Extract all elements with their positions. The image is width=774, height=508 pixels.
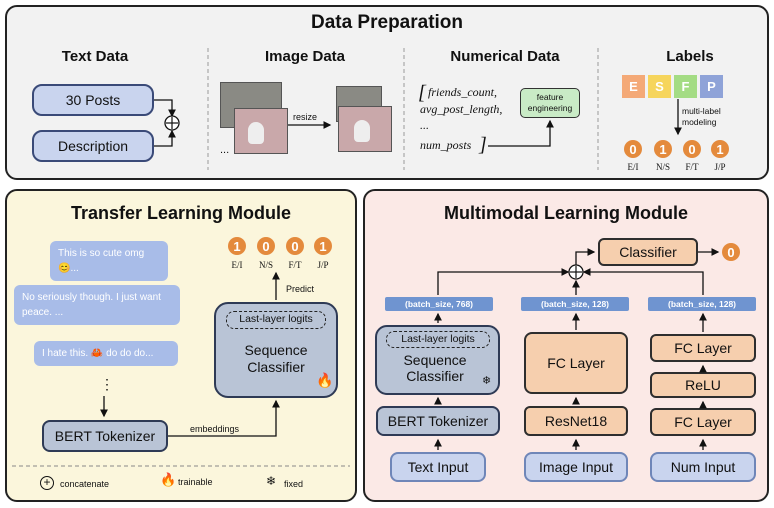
label-name-jp: J/P xyxy=(714,162,726,172)
feature-ellipsis: ... xyxy=(420,118,429,132)
posts-box: 30 Posts xyxy=(32,84,154,116)
fixed-icon: ❄ xyxy=(266,474,277,488)
sequence-classifier-box xyxy=(214,302,338,398)
image-fc-layer: FC Layer xyxy=(524,332,628,394)
concatenate-icon: + xyxy=(40,476,54,490)
label-name-ns: N/S xyxy=(655,162,670,172)
output-name-ei: E/I xyxy=(231,260,243,270)
labels-title: Labels xyxy=(666,48,714,65)
num-fc-layer-bottom: FC Layer xyxy=(650,408,756,436)
mm-sequence-classifier-box xyxy=(375,325,500,395)
num-fc-layer-top: FC Layer xyxy=(650,334,756,362)
last-layer-logits-box: Last-layer logits xyxy=(226,311,326,329)
label-value-jp: 1 xyxy=(711,140,729,158)
trainable-icon: 🔥 xyxy=(160,472,177,487)
photo-figure-icon xyxy=(248,122,264,144)
bert-tokenizer-box: BERT Tokenizer xyxy=(42,420,168,452)
resize-label: resize xyxy=(293,112,318,122)
text-input-box: Text Input xyxy=(390,452,486,482)
mm-last-layer-logits: Last-layer logits xyxy=(386,331,490,348)
image-data-title: Image Data xyxy=(264,48,346,65)
output-ns: 0 xyxy=(257,237,275,255)
description-box: Description xyxy=(32,130,154,162)
label-name-ei: E/I xyxy=(627,162,639,172)
output-ft: 0 xyxy=(286,237,304,255)
mm-bert-tokenizer: BERT Tokenizer xyxy=(376,406,500,436)
multimodal-learning-title: Multimodal Learning Module xyxy=(444,203,688,223)
label-letter-s: S xyxy=(648,75,671,98)
trainable-legend: trainable xyxy=(178,477,213,487)
output-name-jp: J/P xyxy=(317,260,329,270)
relu-box: ReLU xyxy=(650,372,756,398)
dim-num: (batch_size, 128) xyxy=(648,297,756,311)
mm-sequence-classifier-label: Sequence Classifier xyxy=(403,352,467,384)
sequence-classifier-label: Sequence Classifier xyxy=(244,342,308,375)
label-letter-p: P xyxy=(700,75,723,98)
concatenate-legend: concatenate xyxy=(60,479,110,489)
dim-text: (batch_size, 768) xyxy=(385,297,493,311)
fixed-legend: fixed xyxy=(284,479,304,489)
output-name-ft: F/T xyxy=(288,260,302,270)
snowflake-icon: ❄ xyxy=(482,375,492,387)
flame-icon: 🔥 xyxy=(316,372,334,388)
data-preparation-title: Data Preparation xyxy=(310,12,464,33)
label-value-ns: 1 xyxy=(654,140,672,158)
num-input-box: Num Input xyxy=(650,452,756,482)
resized-figure-icon xyxy=(354,120,370,142)
label-value-ei: 0 xyxy=(624,140,642,158)
bracket-close: ] xyxy=(479,134,487,156)
classifier-box: Classifier xyxy=(598,238,698,266)
transfer-learning-title: Transfer Learning Module xyxy=(70,203,292,223)
text-data-title: Text Data xyxy=(61,48,129,65)
feature-engineering-box: feature engineering xyxy=(520,88,580,118)
bracket-open: [ xyxy=(418,82,426,104)
output-jp: 1 xyxy=(314,237,332,255)
feature-friends-count: friends_count, xyxy=(428,85,497,99)
predict-label: Predict xyxy=(286,284,315,294)
label-letter-e: E xyxy=(622,75,645,98)
dim-image: (batch_size, 128) xyxy=(521,297,629,311)
post-ellipsis: ⋮ xyxy=(100,376,114,392)
label-letter-f: F xyxy=(674,75,697,98)
image-input-box: Image Input xyxy=(524,452,628,482)
label-value-ft: 0 xyxy=(683,140,701,158)
numerical-data-title: Numerical Data xyxy=(450,48,560,65)
output-ei: 1 xyxy=(228,237,246,255)
post-bubble-2: No seriously though. I just want peace. … xyxy=(14,285,180,325)
embeddings-label: embeddings xyxy=(190,424,240,434)
resnet-box: ResNet18 xyxy=(524,406,628,436)
multi-label-modeling: multi-label modeling xyxy=(682,106,721,127)
feature-num-posts: num_posts xyxy=(420,138,472,152)
output-name-ns: N/S xyxy=(258,260,273,270)
label-name-ft: F/T xyxy=(685,162,699,172)
image-dots: ... xyxy=(220,144,230,156)
post-bubble-3: I hate this. 🦀 do do do... xyxy=(34,341,178,366)
feature-avg-post-length: avg_post_length, xyxy=(420,102,503,116)
multimodal-output: 0 xyxy=(722,243,740,261)
post-bubble-1: This is so cute omg 😊... xyxy=(50,241,168,281)
